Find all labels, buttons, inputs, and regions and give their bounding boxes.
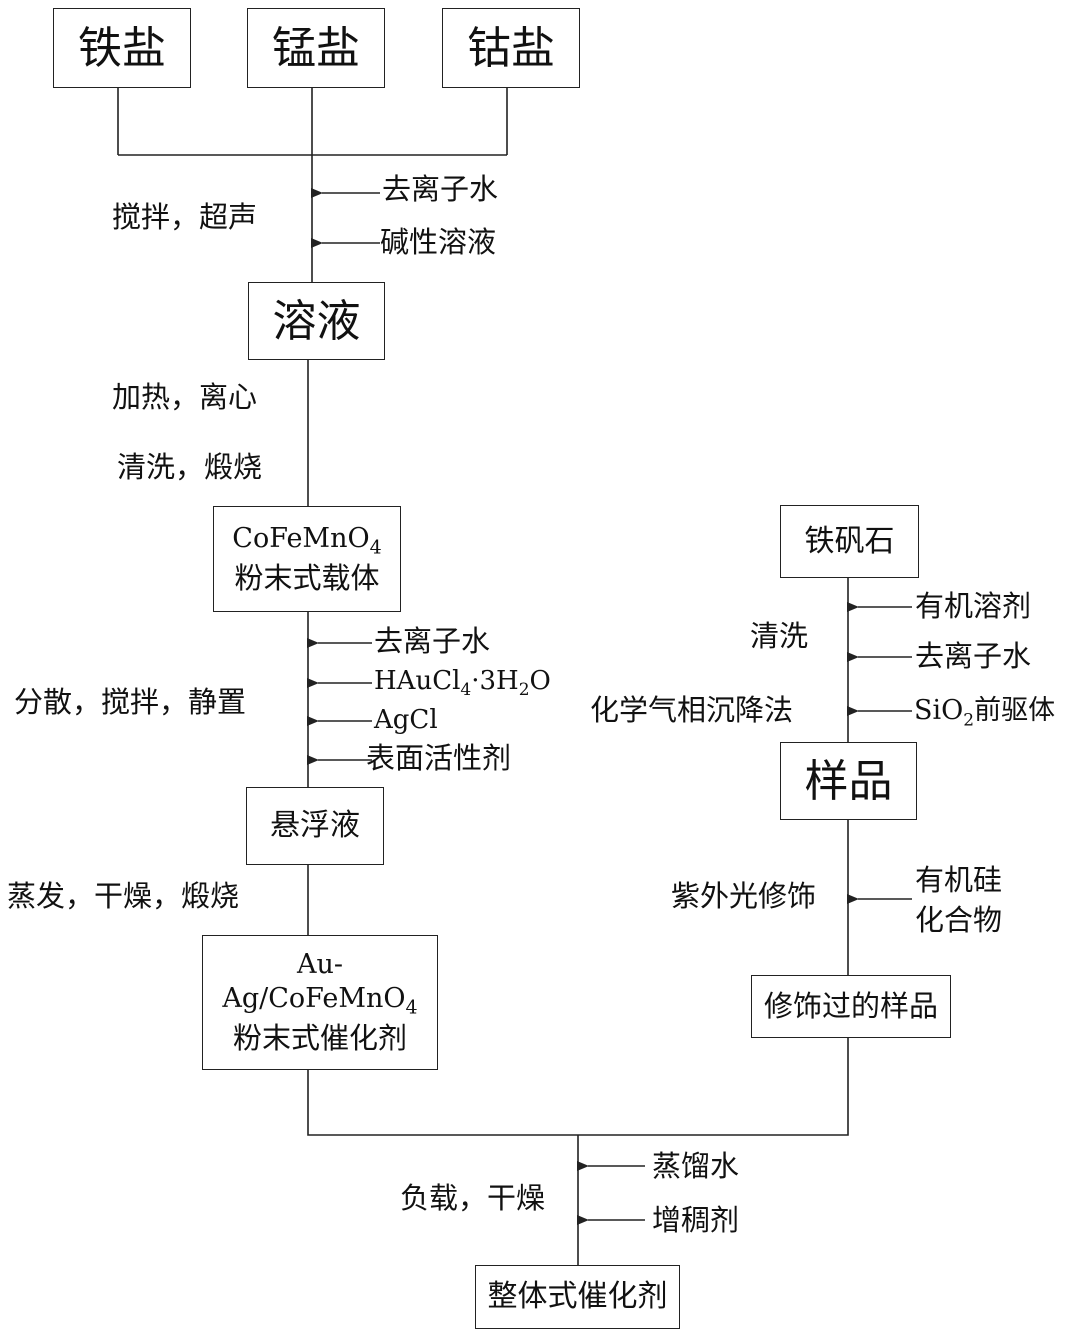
iron-salt-label: 铁盐 <box>78 22 166 74</box>
suspension-label: 悬浮液 <box>270 808 360 844</box>
step-evaporate-dry-calcine: 蒸发，干燥，煅烧 <box>7 879 240 913</box>
carrier-formula: CoFeMnO4 <box>232 522 381 560</box>
sample-box: 样品 <box>780 742 917 820</box>
haucl4-main: HAuCl <box>374 666 461 696</box>
input-deionized-water-3: 去离子水 <box>915 639 1032 673</box>
manganese-salt-label: 锰盐 <box>272 22 360 74</box>
solution-box: 溶液 <box>248 282 385 360</box>
step-wash: 清洗 <box>750 619 809 653</box>
modified-sample-box: 修饰过的样品 <box>751 975 951 1038</box>
input-sio2-precursor: SiO2前驱体 <box>914 697 1055 729</box>
carrier-box: CoFeMnO4 粉末式载体 <box>213 506 401 612</box>
jarosite-box: 铁矾石 <box>780 505 919 578</box>
sio2-main: SiO <box>914 695 964 726</box>
haucl4-hydrate: ·3H <box>471 666 519 696</box>
catalyst-name: 粉末式催化剂 <box>232 1021 407 1056</box>
carrier-name: 粉末式载体 <box>234 560 380 595</box>
input-deionized-water-2: 去离子水 <box>374 624 491 658</box>
cobalt-salt-label: 钴盐 <box>467 22 555 74</box>
input-alkaline-solution: 碱性溶液 <box>380 225 497 259</box>
haucl4-h-subscript: 2 <box>518 680 530 701</box>
modified-sample-label: 修饰过的样品 <box>763 989 938 1024</box>
manganese-salt-box: 锰盐 <box>247 8 385 88</box>
solution-label: 溶液 <box>272 295 361 347</box>
haucl4-subscript: 4 <box>460 680 472 701</box>
step-heat-centrifuge: 加热，离心 <box>112 380 258 414</box>
suspension-box: 悬浮液 <box>246 787 384 865</box>
input-distilled-water: 蒸馏水 <box>652 1149 740 1183</box>
sio2-precursor-text: 前驱体 <box>974 695 1056 726</box>
input-organosilicon-line1: 有机硅 <box>915 863 1003 897</box>
input-thickener: 增稠剂 <box>652 1203 740 1237</box>
monolithic-catalyst-label: 整体式催化剂 <box>487 1279 668 1315</box>
input-deionized-water-1: 去离子水 <box>382 172 499 206</box>
sio2-subscript: 2 <box>963 710 975 731</box>
step-uv-modify: 紫外光修饰 <box>671 879 817 913</box>
sample-label: 样品 <box>804 755 893 807</box>
step-stir-ultrasound: 搅拌，超声 <box>112 200 258 234</box>
carrier-formula-subscript: 4 <box>369 536 382 559</box>
input-surfactant: 表面活性剂 <box>366 741 512 775</box>
input-haucl4: HAuCl4·3H2O <box>374 668 551 699</box>
step-wash-calcine: 清洗，煅烧 <box>117 450 263 484</box>
cobalt-salt-box: 钴盐 <box>442 8 580 88</box>
catalyst-formula-main: Au-Ag/CoFeMnO <box>222 949 406 1015</box>
carrier-formula-main: CoFeMnO <box>232 522 370 554</box>
monolithic-catalyst-box: 整体式催化剂 <box>475 1265 680 1329</box>
catalyst-formula-subscript: 4 <box>405 996 418 1019</box>
iron-salt-box: 铁盐 <box>53 8 191 88</box>
step-disperse-stir-stand: 分散，搅拌，静置 <box>14 685 247 719</box>
catalyst-formula: Au-Ag/CoFeMnO4 <box>203 948 437 1020</box>
jarosite-label: 铁矾石 <box>804 523 895 559</box>
catalyst-box: Au-Ag/CoFeMnO4 粉末式催化剂 <box>202 935 438 1070</box>
step-cvd: 化学气相沉降法 <box>590 693 794 727</box>
input-organic-solvent: 有机溶剂 <box>915 589 1032 623</box>
input-agcl: AgCl <box>374 705 438 735</box>
input-organosilicon-line2: 化合物 <box>915 903 1003 937</box>
step-load-dry: 负载，干燥 <box>400 1181 546 1215</box>
haucl4-oxygen: O <box>529 666 551 696</box>
